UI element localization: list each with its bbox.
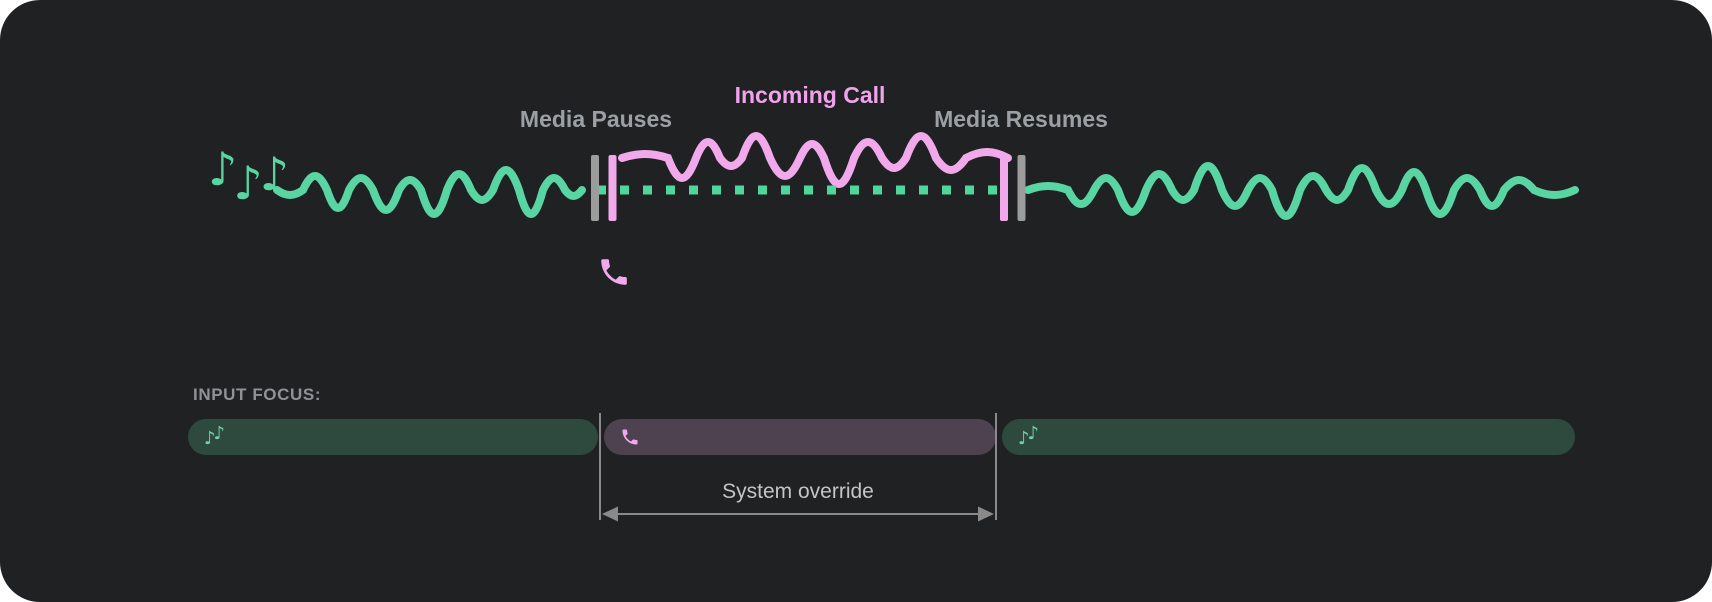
pause-marker-pink bbox=[608, 155, 617, 221]
note-glyph: ♪ bbox=[1018, 428, 1030, 449]
media-focus-bar-after: ♪♪ bbox=[1002, 419, 1575, 455]
resume-marker-gray bbox=[1017, 155, 1026, 221]
pause-marker-gray bbox=[591, 155, 599, 221]
media-waveform-after bbox=[1024, 162, 1579, 220]
note-glyph: ♪ bbox=[213, 423, 226, 444]
media-focus-bar-before: ♪♪ bbox=[188, 419, 598, 455]
media-resumes-label: Media Resumes bbox=[934, 106, 1108, 132]
note-glyph: ♪ bbox=[233, 156, 263, 210]
incoming-call-label: Incoming Call bbox=[734, 82, 886, 108]
note-glyph: ♪ bbox=[208, 142, 238, 196]
call-waveform bbox=[618, 132, 1012, 188]
music-notes-icon: ♪♪♪ bbox=[208, 142, 289, 206]
phone-icon-small bbox=[622, 429, 638, 445]
input-focus-label: INPUT FOCUS: bbox=[193, 385, 322, 404]
focus-boundary-line-left bbox=[599, 413, 601, 520]
note-glyph: ♪ bbox=[1027, 423, 1040, 444]
phone-icon bbox=[601, 259, 627, 285]
system-override-label: System override bbox=[722, 480, 874, 503]
call-focus-bar bbox=[604, 419, 996, 455]
media-pauses-label: Media Pauses bbox=[519, 106, 673, 132]
focus-boundary-line-right bbox=[995, 413, 997, 520]
music-notes-icon-small: ♪♪ bbox=[204, 423, 226, 449]
resume-marker-pink bbox=[1000, 155, 1008, 221]
media-waveform-before bbox=[273, 165, 586, 218]
arrowhead-right-icon bbox=[978, 506, 994, 522]
note-glyph: ♪ bbox=[204, 428, 216, 449]
music-notes-icon-small: ♪♪ bbox=[1018, 423, 1040, 449]
arrowhead-left-icon bbox=[602, 506, 618, 522]
system-override-arrow bbox=[602, 506, 994, 522]
